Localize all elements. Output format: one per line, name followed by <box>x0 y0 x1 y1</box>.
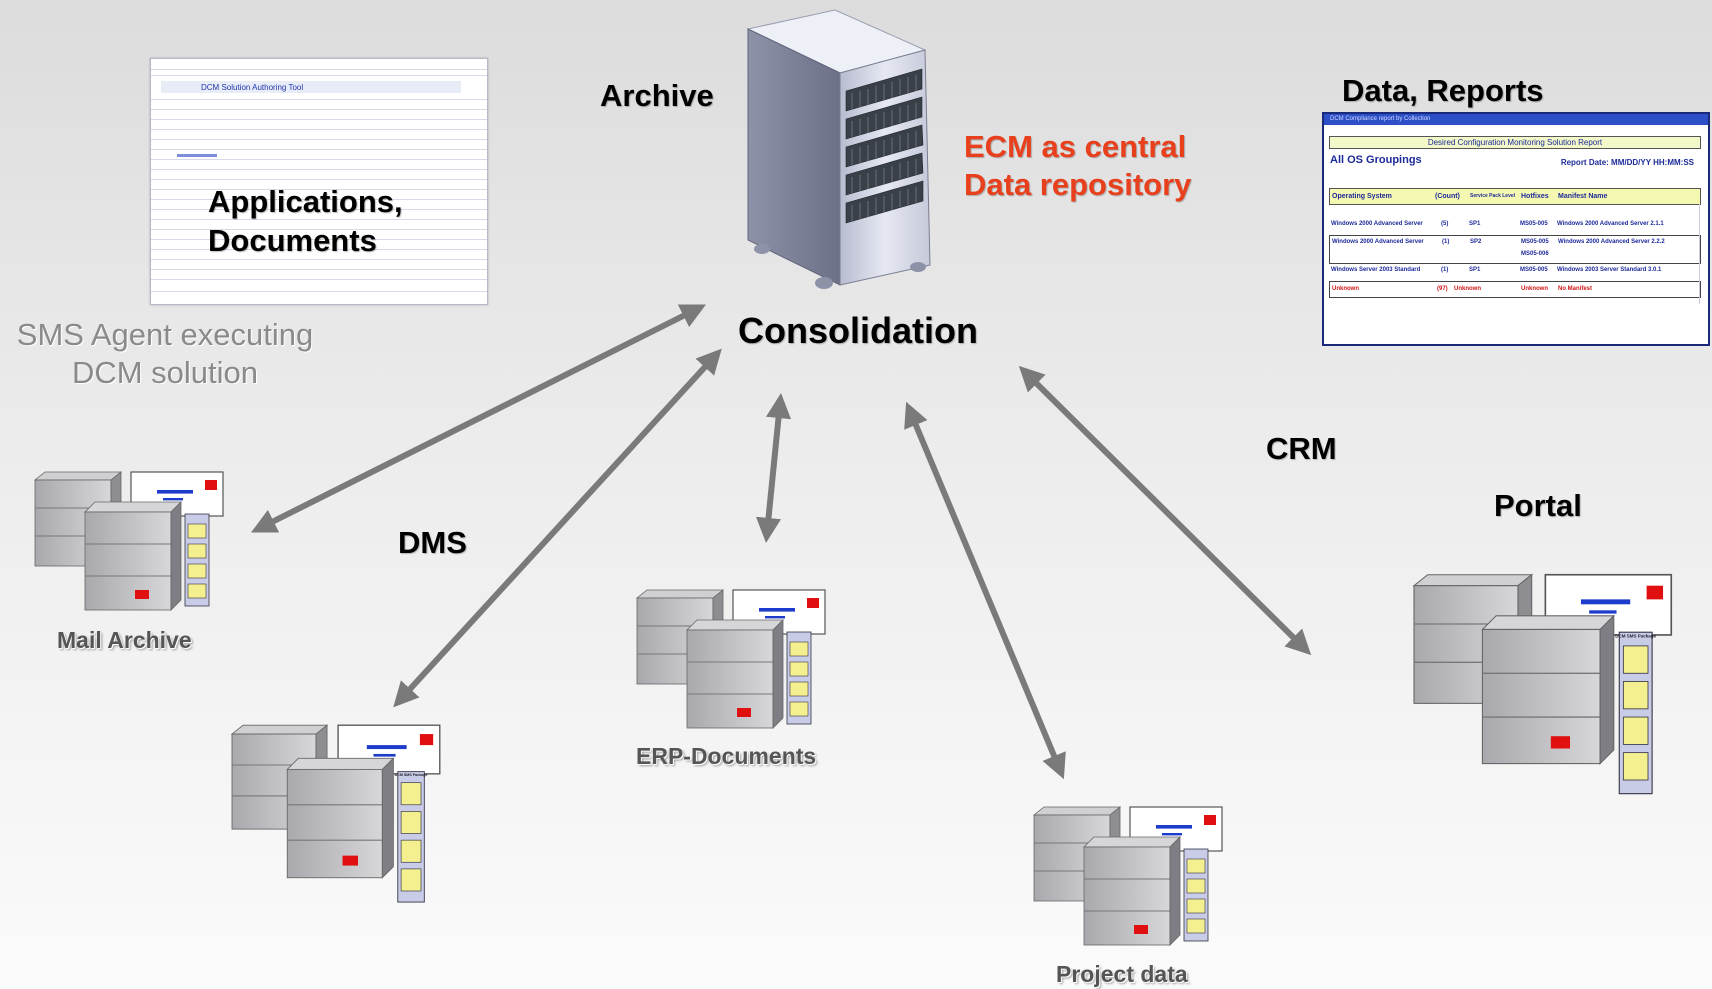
data-reports-label: Data, Reports <box>1342 73 1544 108</box>
report-header: DCM Compliance report by Collection <box>1324 114 1708 125</box>
archive-label: Archive <box>600 78 714 113</box>
authoring-tool-screenshot: DCM Solution Authoring Tool <box>150 58 488 305</box>
portal-label: Portal <box>1494 488 1582 523</box>
archive-server-icon <box>746 9 931 289</box>
ecm-label-line2: Data repository <box>964 167 1192 202</box>
arrow-erp <box>755 392 792 544</box>
applications-label-line2: Documents <box>208 223 377 258</box>
report-date: Report Date: MM/DD/YY HH:MM:SS <box>1560 158 1694 167</box>
applications-label-line1: Applications, <box>208 184 403 219</box>
erp-documents-caption: ERP-Documents <box>636 743 817 769</box>
project-data-server-icon <box>1032 805 1224 965</box>
svg-text:DCM SMS Package: DCM SMS Package <box>395 773 428 777</box>
sms-agent-label-line1: SMS Agent executing <box>16 317 314 352</box>
column-count: (Count) <box>1435 193 1460 200</box>
column-sp: Service Pack Level <box>1470 193 1516 199</box>
crm-label: CRM <box>1266 431 1337 466</box>
table-row: Windows 2000 Advanced Server (1) SP2 MS0… <box>1329 235 1701 264</box>
arrow-project <box>904 401 1066 780</box>
dms-server-icon: DCM SMS Package <box>230 723 442 903</box>
ecm-label-line1: ECM as central <box>964 129 1187 164</box>
column-os: Operating System <box>1332 193 1392 200</box>
table-row: Windows 2000 Advanced Server (5) SP1 MS0… <box>1331 221 1664 227</box>
compliance-report-screenshot: DCM Compliance report by Collection Desi… <box>1322 112 1710 346</box>
portal-server-icon: DCM SMS Package <box>1412 572 1674 795</box>
column-hotfixes: Hotfixes <box>1521 193 1549 200</box>
column-manifest: Manifest Name <box>1558 193 1608 200</box>
mail-archive-caption: Mail Archive <box>57 627 192 653</box>
arrow-portal <box>1018 365 1312 656</box>
report-title: Desired Configuration Monitoring Solutio… <box>1329 136 1701 149</box>
applications-label: Applications, Documents <box>208 182 403 260</box>
dms-label: DMS <box>398 525 467 560</box>
mail-archive-server-icon <box>33 470 225 630</box>
consolidation-label: Consolidation <box>738 310 978 351</box>
svg-text:DCM SMS Package: DCM SMS Package <box>1615 634 1656 639</box>
authoring-tool-title: DCM Solution Authoring Tool <box>201 83 304 92</box>
table-row: Windows Server 2003 Standard (1) SP1 MS0… <box>1331 267 1662 273</box>
sms-agent-label: SMS Agent executing DCM solution <box>10 316 320 392</box>
arrow-mail-archive <box>250 304 707 533</box>
project-data-caption: Project data <box>1056 961 1188 987</box>
sms-agent-label-line2: DCM solution <box>71 355 259 390</box>
arrow-dms <box>393 348 722 708</box>
report-column-header: Operating System (Count) Service Pack Le… <box>1329 188 1701 205</box>
report-scrollbar <box>1699 204 1706 304</box>
table-row: Unknown (97) Unknown Unknown No Manifest <box>1329 281 1701 298</box>
report-grouping: All OS Groupings <box>1330 154 1422 166</box>
ecm-label: ECM as central Data repository <box>964 128 1191 204</box>
erp-server-icon <box>635 588 827 748</box>
